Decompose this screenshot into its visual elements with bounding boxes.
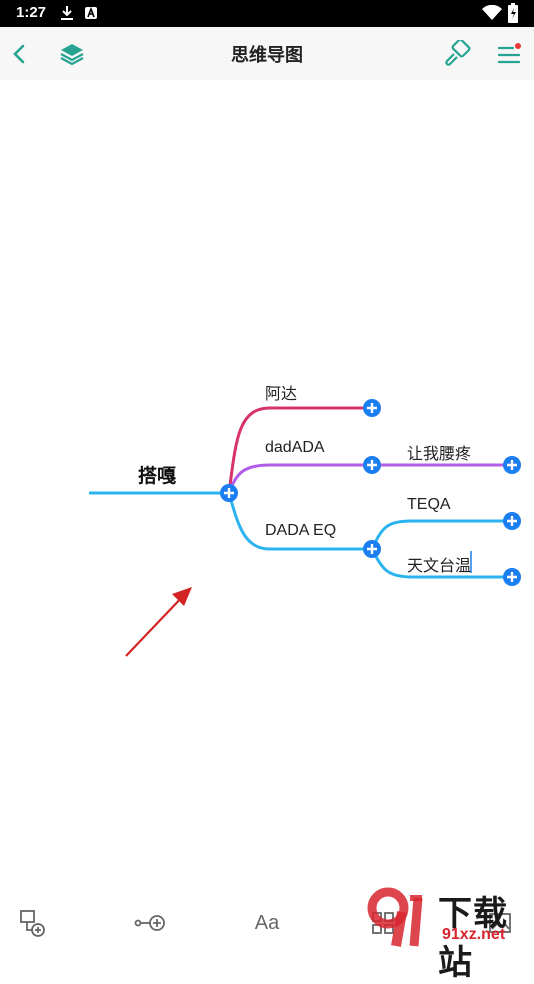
add-node-icon[interactable]: [13, 905, 53, 941]
paint-brush-icon[interactable]: [441, 37, 475, 71]
watermark-site: 91xz.net: [442, 926, 506, 943]
node-add-button-root[interactable]: [219, 483, 239, 503]
red-arrow-icon: [125, 587, 192, 657]
child-node-3[interactable]: 天文台温: [407, 558, 472, 575]
child-line-2: [370, 519, 512, 550]
image-icon[interactable]: [480, 905, 520, 941]
watermark-logo-icon: [367, 887, 423, 947]
back-arrow-icon[interactable]: [2, 37, 36, 71]
branch-line-3: [227, 492, 372, 551]
text-style-button[interactable]: Aa: [247, 905, 287, 941]
text-style-label: Aa: [254, 911, 280, 934]
watermark: 下载站 91xz.net: [362, 884, 534, 983]
child-node-2[interactable]: TEQA: [407, 496, 451, 513]
branch-line-1: [227, 406, 372, 494]
layers-icon[interactable]: [55, 37, 89, 71]
menu-icon[interactable]: [492, 37, 526, 71]
branch-line-2: [227, 463, 372, 494]
page-title: 思维导图: [231, 45, 303, 66]
status-bar: 1:27: [0, 0, 534, 27]
mind-map-canvas[interactable]: 搭嘎 阿达 dadADA DADA EQ 让我腰疼 TEQA 天文台温: [0, 80, 534, 895]
app-notification-icon: [84, 5, 98, 24]
node-add-button-3[interactable]: [362, 539, 382, 559]
branch-node-2[interactable]: dadADA: [265, 439, 325, 456]
branch-node-3[interactable]: DADA EQ: [265, 522, 337, 539]
node-add-button-4[interactable]: [502, 455, 522, 475]
wifi-icon: [482, 4, 502, 25]
node-add-button-5[interactable]: [502, 511, 522, 531]
child-node-1[interactable]: 让我腰疼: [407, 446, 472, 463]
mind-map-connectors: [89, 406, 512, 579]
bottom-toolbar: Aa: [0, 895, 534, 950]
status-time: 1:27: [16, 4, 47, 21]
branch-node-1[interactable]: 阿达: [265, 386, 298, 403]
add-sibling-icon[interactable]: [130, 905, 170, 941]
node-add-button-2[interactable]: [362, 455, 382, 475]
node-add-button-1[interactable]: [362, 398, 382, 418]
battery-icon: [508, 3, 518, 27]
node-add-button-6[interactable]: [502, 567, 522, 587]
top-toolbar: 思维导图: [0, 27, 534, 80]
root-node[interactable]: 搭嘎: [138, 465, 177, 487]
download-icon: [60, 5, 74, 25]
